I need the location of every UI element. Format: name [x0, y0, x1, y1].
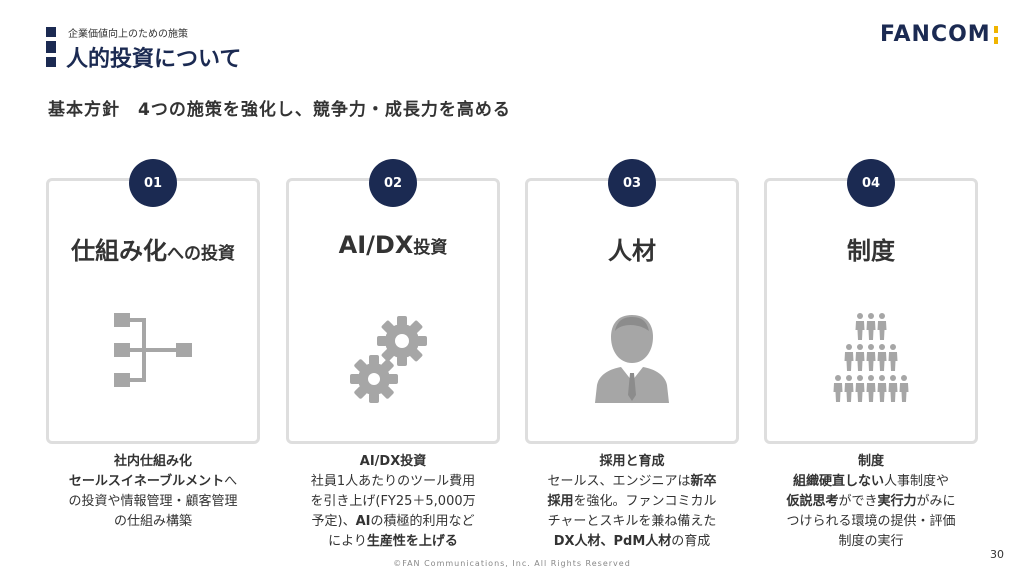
description-line: を引き上げ(FY25＋5,000万: [286, 492, 500, 512]
card-4-description: 制度 組織硬直しない人事制度や仮説思考ができ実行力がみにつけられる環境の提供・評…: [764, 452, 978, 552]
copyright: ©FAN Communications, Inc. All Rights Res…: [393, 559, 631, 568]
emphasis-text: AI: [355, 514, 371, 529]
card-title-main: 人材: [608, 237, 656, 265]
description-line: 予定)、AIの積極的利用など: [286, 512, 500, 532]
description-line: チャーとスキルを兼ね備えた: [525, 512, 739, 532]
description-text: の仕組み構築: [113, 514, 192, 529]
description-text: 予定)、: [311, 514, 356, 529]
description-text: 制度の実行: [838, 534, 904, 549]
card-1: 01 仕組み化への投資: [46, 159, 260, 444]
people-pyramid-icon: [821, 307, 921, 411]
description-line: 社員1人あたりのツール費用: [286, 472, 500, 492]
card-number: 03: [608, 159, 656, 207]
card-title-suffix: への投資: [167, 244, 235, 264]
card-title-main: AI/DX: [338, 231, 414, 259]
description-text: つけられる環境の提供・評価: [786, 514, 956, 529]
description-body: 組織硬直しない人事制度や仮説思考ができ実行力がみにつけられる環境の提供・評価制度…: [764, 472, 978, 552]
card-3-description: 採用と育成 セールス、エンジニアは新卒採用を強化。ファンコミカルチャーとスキルを…: [525, 452, 739, 552]
description-text: の投資や情報管理・顧客管理: [68, 494, 238, 509]
card-2: 02 AI/DX投資: [286, 159, 500, 444]
headline: 基本方針 4つの施策を強化し、競争力・成長力を高める: [48, 100, 511, 120]
description-text: セールス、エンジニアは: [547, 474, 691, 489]
emphasis-text: 実行力: [877, 494, 917, 509]
card-title-main: 制度: [847, 237, 895, 265]
logo-text: FANCOM: [880, 22, 991, 47]
gears-icon: [348, 307, 438, 411]
emphasis-text: 仮説思考: [786, 494, 839, 509]
card-title: 制度: [767, 231, 975, 266]
card-title: 人材: [528, 231, 736, 266]
description-text: 人事制度や: [884, 474, 950, 489]
emphasis-text: DX人材、PdM人材: [553, 534, 672, 549]
description-line: セールスイネーブルメントへ: [46, 472, 260, 492]
description-text: ができ: [838, 494, 878, 509]
flowchart-icon: [108, 307, 198, 401]
description-text: を引き上げ(FY25＋5,000万: [310, 494, 476, 509]
description-text: の育成: [671, 534, 711, 549]
description-line: 組織硬直しない人事制度や: [764, 472, 978, 492]
emphasis-text: 生産性を上げる: [366, 534, 458, 549]
description-text: がみに: [916, 494, 956, 509]
description-line: セールス、エンジニアは新卒: [525, 472, 739, 492]
card-number: 02: [369, 159, 417, 207]
card-title: 仕組み化への投資: [49, 231, 257, 266]
card-number: 01: [129, 159, 177, 207]
description-heading: 採用と育成: [599, 454, 665, 469]
company-logo: FANCOM: [880, 22, 998, 47]
description-line: の投資や情報管理・顧客管理: [46, 492, 260, 512]
emphasis-text: 新卒: [690, 474, 717, 489]
logo-accent-icon: [993, 25, 998, 44]
description-text: の積極的利用など: [370, 514, 475, 529]
description-body: セールスイネーブルメントへの投資や情報管理・顧客管理の仕組み構築: [46, 472, 260, 532]
page-title: 人的投資について: [66, 47, 242, 72]
header-marks: [46, 27, 56, 71]
description-line: 制度の実行: [764, 532, 978, 552]
header-subtitle: 企業価値向上のための施策: [68, 29, 188, 40]
card-2-description: AI/DX投資 社員1人あたりのツール費用を引き上げ(FY25＋5,000万予定…: [286, 452, 500, 552]
card-title: AI/DX投資: [289, 231, 497, 259]
description-text: を強化。ファンコミカル: [573, 494, 717, 509]
description-line: の仕組み構築: [46, 512, 260, 532]
description-line: DX人材、PdM人材の育成: [525, 532, 739, 552]
card-3: 03 人材: [525, 159, 739, 444]
description-heading: AI/DX投資: [359, 454, 427, 469]
description-text: へ: [224, 474, 238, 489]
description-heading: 社内仕組み化: [113, 454, 192, 469]
description-line: 仮説思考ができ実行力がみに: [764, 492, 978, 512]
description-line: 採用を強化。ファンコミカル: [525, 492, 739, 512]
card-4: 04 制度: [764, 159, 978, 444]
description-heading: 制度: [857, 454, 884, 469]
description-line: つけられる環境の提供・評価: [764, 512, 978, 532]
description-line: により生産性を上げる: [286, 532, 500, 552]
card-title-main: 仕組み化: [71, 237, 167, 265]
businessman-icon: [587, 307, 677, 411]
page-number: 30: [990, 548, 1004, 561]
description-text: により: [328, 534, 367, 549]
card-number: 04: [847, 159, 895, 207]
description-body: 社員1人あたりのツール費用を引き上げ(FY25＋5,000万予定)、AIの積極的…: [286, 472, 500, 552]
card-1-description: 社内仕組み化 セールスイネーブルメントへの投資や情報管理・顧客管理の仕組み構築: [46, 452, 260, 532]
card-title-suffix: 投資: [413, 238, 448, 258]
description-text: 社員1人あたりのツール費用: [310, 474, 476, 489]
emphasis-text: 組織硬直しない: [792, 474, 884, 489]
emphasis-text: セールスイネーブルメント: [68, 474, 225, 489]
description-text: チャーとスキルを兼ね備えた: [547, 514, 717, 529]
emphasis-text: 採用: [547, 494, 574, 509]
